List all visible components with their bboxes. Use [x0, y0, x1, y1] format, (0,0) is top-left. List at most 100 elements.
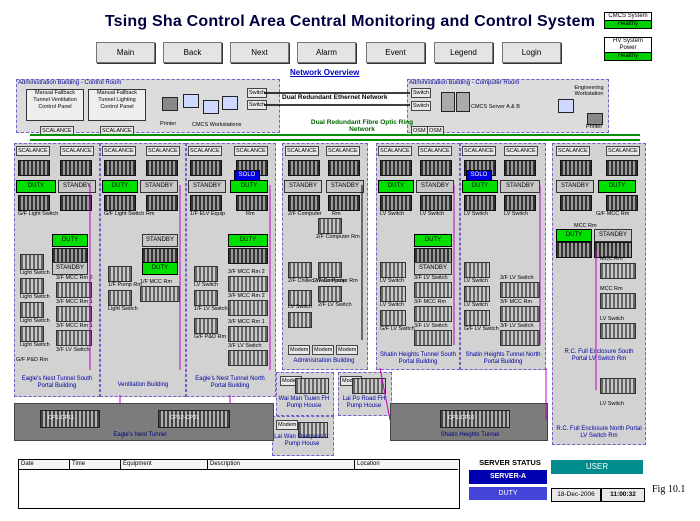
plc-rack[interactable] [104, 160, 136, 176]
plc-rack[interactable] [380, 310, 406, 326]
plc-rack[interactable] [464, 262, 490, 278]
event-button[interactable]: Event [366, 42, 425, 63]
osm-tag[interactable]: OSM [427, 126, 444, 136]
plc-rack[interactable] [420, 160, 452, 176]
plc-rack[interactable] [380, 286, 406, 302]
switch-tag[interactable]: Switch [411, 101, 432, 111]
alarm-button[interactable]: Alarm [297, 42, 356, 63]
switch-tag[interactable]: Switch [411, 88, 432, 98]
user-badge[interactable]: USER [551, 460, 643, 474]
plc-rack[interactable] [104, 195, 136, 211]
scalance-tag[interactable]: SCALANCE [285, 146, 319, 156]
legend-button[interactable]: Legend [434, 42, 493, 63]
plc-rack[interactable] [56, 306, 92, 322]
plc-rack[interactable] [20, 302, 44, 318]
engineering-workstation-icon[interactable] [558, 99, 574, 113]
event-column-time[interactable]: Time [70, 460, 121, 470]
plc-rack[interactable] [288, 195, 320, 211]
plc-rack[interactable] [318, 262, 342, 278]
plc-rack[interactable] [600, 293, 636, 309]
plc-rack[interactable] [560, 195, 592, 211]
plc-rack[interactable] [464, 195, 496, 211]
plc-rack[interactable] [380, 195, 412, 211]
plc-rack[interactable] [600, 378, 636, 394]
plc-rack[interactable] [190, 160, 222, 176]
plc-rack[interactable] [594, 242, 632, 258]
plc-rack[interactable] [556, 242, 592, 258]
plc-rack[interactable] [414, 330, 452, 346]
plc-rack[interactable] [600, 263, 636, 279]
main-button[interactable]: Main [96, 42, 155, 63]
plc-rack[interactable] [440, 410, 510, 428]
lighting-control-panel[interactable]: Manual Fallback Tunnel Lighting Control … [88, 89, 146, 121]
plc-rack[interactable] [56, 330, 92, 346]
modem-tag[interactable]: Modem [312, 345, 335, 355]
plc-rack[interactable] [560, 160, 592, 176]
plc-rack[interactable] [414, 282, 452, 298]
back-button[interactable]: Back [163, 42, 222, 63]
plc-rack[interactable] [328, 195, 360, 211]
server-icon[interactable] [456, 92, 470, 112]
plc-rack[interactable] [464, 286, 490, 302]
workstation-icon[interactable] [203, 100, 219, 114]
plc-rack[interactable] [228, 276, 268, 292]
plc-rack[interactable] [20, 326, 44, 342]
scalance-tag[interactable]: SCALANCE [556, 146, 590, 156]
modem-tag[interactable]: Modem [336, 345, 359, 355]
plc-rack[interactable] [228, 326, 268, 342]
event-column-location[interactable]: Location [355, 460, 458, 470]
plc-rack[interactable] [500, 306, 540, 322]
event-column-date[interactable]: Date [19, 460, 70, 470]
printer-icon[interactable] [587, 113, 603, 125]
login-button[interactable]: Login [502, 42, 561, 63]
plc-rack[interactable] [20, 254, 44, 270]
scalance-tag[interactable]: SCALANCE [100, 126, 134, 136]
plc-rack[interactable] [146, 160, 178, 176]
plc-rack[interactable] [288, 312, 312, 328]
plc-rack[interactable] [140, 286, 180, 302]
plc-rack[interactable] [380, 262, 406, 278]
plc-rack[interactable] [56, 282, 92, 298]
scalance-tag[interactable]: SCALANCE [378, 146, 412, 156]
scalance-tag[interactable]: SCALANCE [462, 146, 496, 156]
plc-rack[interactable] [464, 310, 490, 326]
plc-rack[interactable] [318, 218, 342, 234]
scalance-tag[interactable]: SCALANCE [188, 146, 222, 156]
modem-tag[interactable]: Modem [276, 420, 299, 430]
plc-rack[interactable] [606, 160, 638, 176]
plc-rack[interactable] [236, 195, 268, 211]
event-column-equipment[interactable]: Equipment [121, 460, 208, 470]
switch-tag[interactable]: Switch [247, 100, 268, 110]
plc-rack[interactable] [194, 290, 218, 306]
osm-tag[interactable]: OSM [411, 126, 428, 136]
scalance-tag[interactable]: SCALANCE [606, 146, 640, 156]
workstation-icon[interactable] [183, 94, 199, 108]
scalance-tag[interactable]: SCALANCE [234, 146, 268, 156]
plc-rack[interactable] [190, 195, 222, 211]
plc-rack[interactable] [414, 306, 452, 322]
server-icon[interactable] [441, 92, 455, 112]
plc-rack[interactable] [60, 195, 92, 211]
scalance-tag[interactable]: SCALANCE [102, 146, 136, 156]
plc-rack[interactable] [194, 266, 218, 282]
switch-tag[interactable]: Switch [247, 88, 268, 98]
scalance-tag[interactable]: SCALANCE [146, 146, 180, 156]
workstation-icon[interactable] [222, 96, 238, 110]
plc-rack[interactable] [504, 195, 536, 211]
scalance-tag[interactable]: SCALANCE [16, 146, 50, 156]
plc-rack[interactable] [504, 160, 536, 176]
printer-icon[interactable] [162, 97, 178, 111]
next-button[interactable]: Next [230, 42, 289, 63]
scalance-tag[interactable]: SCALANCE [326, 146, 360, 156]
plc-rack[interactable] [288, 262, 312, 278]
plc-rack[interactable] [380, 160, 412, 176]
plc-rack[interactable] [328, 160, 360, 176]
plc-rack[interactable] [500, 282, 540, 298]
scalance-tag[interactable]: SCALANCE [504, 146, 538, 156]
plc-rack[interactable] [500, 330, 540, 346]
plc-rack[interactable] [146, 195, 178, 211]
scalance-tag[interactable]: SCALANCE [60, 146, 94, 156]
modem-tag[interactable]: Modem [288, 345, 311, 355]
plc-rack[interactable] [606, 195, 638, 211]
plc-rack[interactable] [228, 300, 268, 316]
